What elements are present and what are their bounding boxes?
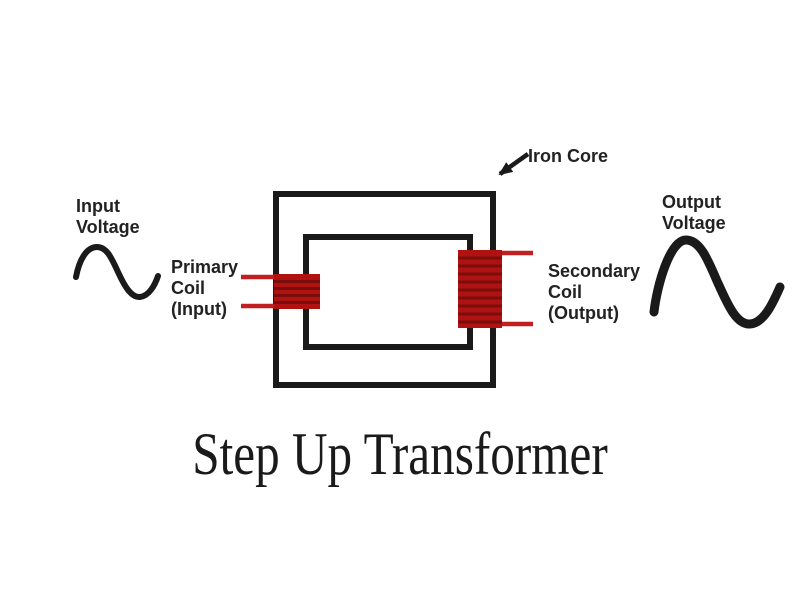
output-sine-wave-icon [649,235,785,329]
diagram-title: Step Up Transformer [192,421,608,487]
primary-coil-label: Primary Coil (Input) [171,257,239,319]
iron-core-arrow-icon [498,152,530,176]
input-sine-wave-icon [73,244,161,300]
output-voltage-label: Output Voltage [662,192,726,233]
secondary-coil-label: Secondary Coil (Output) [548,261,641,323]
iron-core-inner-rect [303,234,473,350]
input-voltage-label: Input Voltage [76,196,140,237]
secondary-coil [458,250,502,328]
primary-coil [274,274,320,309]
iron-core-label: Iron Core [528,146,609,166]
